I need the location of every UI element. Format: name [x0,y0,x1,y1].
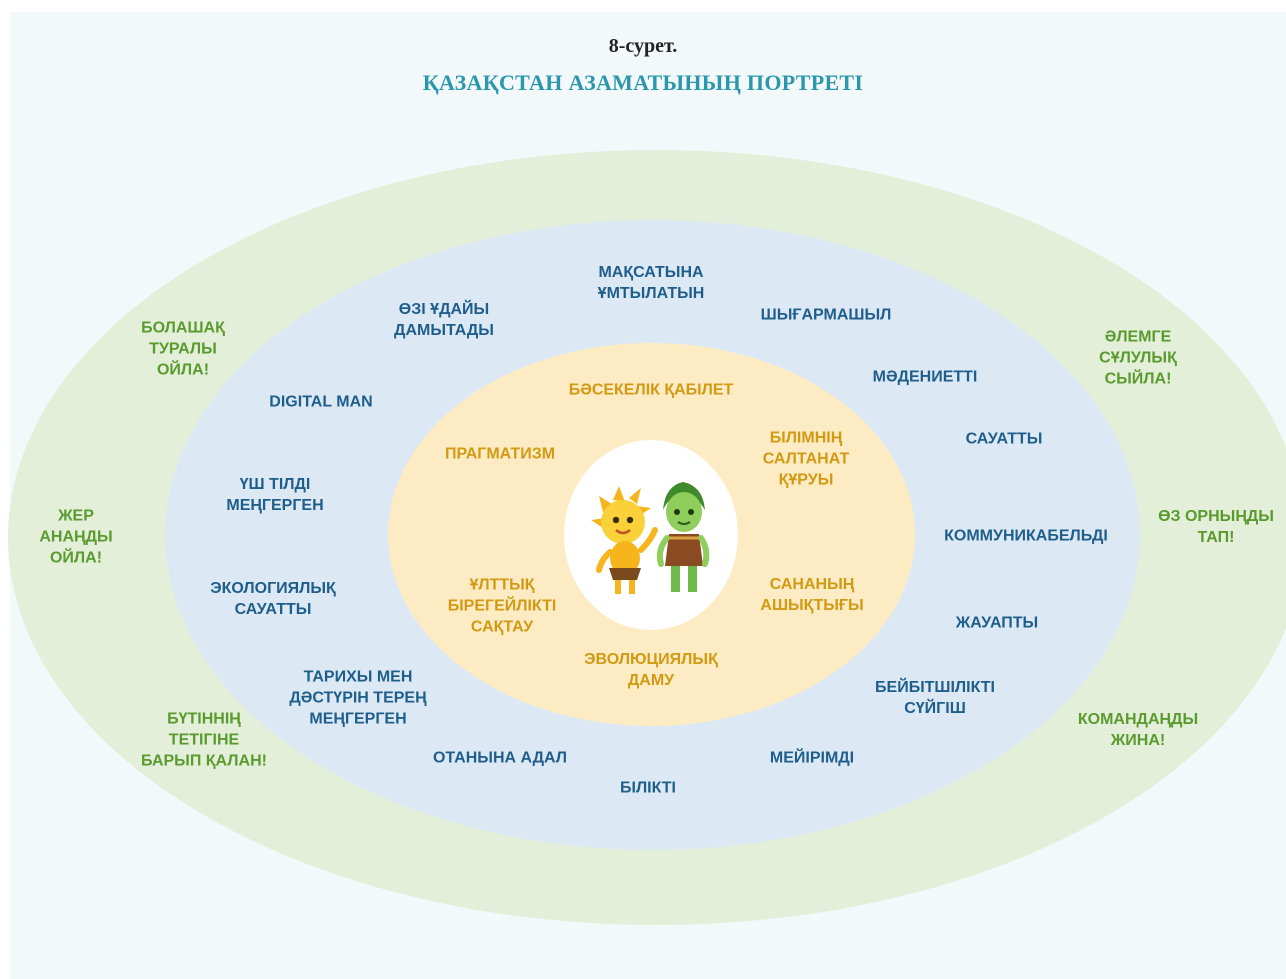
middle-label: БЕЙБІТШІЛІКТІ СҮЙГІШ [875,679,995,717]
outer-label: БОЛАШАҚ ТУРАЛЫ ОЙЛА! [141,319,225,379]
middle-label: БІЛІКТІ [620,779,676,797]
middle-label: ӨЗІ ҰДАЙЫ ДАМЫТАДЫ [394,301,494,339]
sun-mascot-icon [591,486,658,594]
inner-label: БӘСЕКЕЛІК ҚАБІЛЕТ [568,381,734,399]
middle-label: DIGITAL MAN [269,393,373,411]
middle-label: ЖАУАПТЫ [955,614,1039,632]
middle-label: САУАТТЫ [965,430,1043,448]
outer-label: ӘЛЕМГЕ СҰЛУЛЫҚ СЫЙЛА! [1099,328,1177,388]
inner-label: САНАНЫҢ АШЫҚТЫҒЫ [760,576,864,614]
inner-label: ЭВОЛЮЦИЯЛЫҚ ДАМУ [584,651,718,689]
inner-label: ПРАГМАТИЗМ [444,445,556,463]
leaf-boy-mascot-icon [656,482,710,592]
figure-label: 8-сурет. [608,35,678,57]
outer-label: ЖЕР АНАҢДЫ ОЙЛА! [39,507,113,567]
inner-label: БІЛІМНІҢ САЛТАНАТ ҚҰРУЫ [762,429,850,489]
middle-label: ШЫҒАРМАШЫЛ [760,306,892,324]
mascots [591,482,710,594]
middle-label: ТАРИХЫ МЕН ДӘСТҮРІН ТЕРЕҢ МЕҢГЕРГЕН [289,668,427,728]
figure-title: ҚАЗАҚСТАН АЗАМАТЫНЫҢ ПОРТРЕТІ [422,70,864,95]
middle-label: КОММУНИКАБЕЛЬДІ [944,527,1108,545]
middle-label: МӘДЕНИЕТТІ [872,368,978,386]
outer-label: КОМАНДАҢДЫ ЖИНА! [1077,711,1199,749]
middle-label: ОТАНЫНА АДАЛ [432,749,568,767]
inner-label: ҰЛТТЫҚ БІРЕГЕЙЛІКТІ САҚТАУ [447,576,557,636]
outer-label: ӨЗ ОРНЫҢДЫ ТАП! [1158,508,1274,546]
outer-label: БҮТІННІҢ ТЕТІГІНЕ БАРЫП ҚАЛАН! [141,710,267,770]
middle-label: ҮШ ТІЛДІ МЕҢГЕРГЕН [226,476,324,514]
middle-label: МАҚСАТЫНА ҰМТЫЛАТЫН [597,264,705,302]
middle-label: МЕЙІРІМДІ [769,749,855,767]
middle-label: ЭКОЛОГИЯЛЫҚ САУАТТЫ [210,580,336,618]
